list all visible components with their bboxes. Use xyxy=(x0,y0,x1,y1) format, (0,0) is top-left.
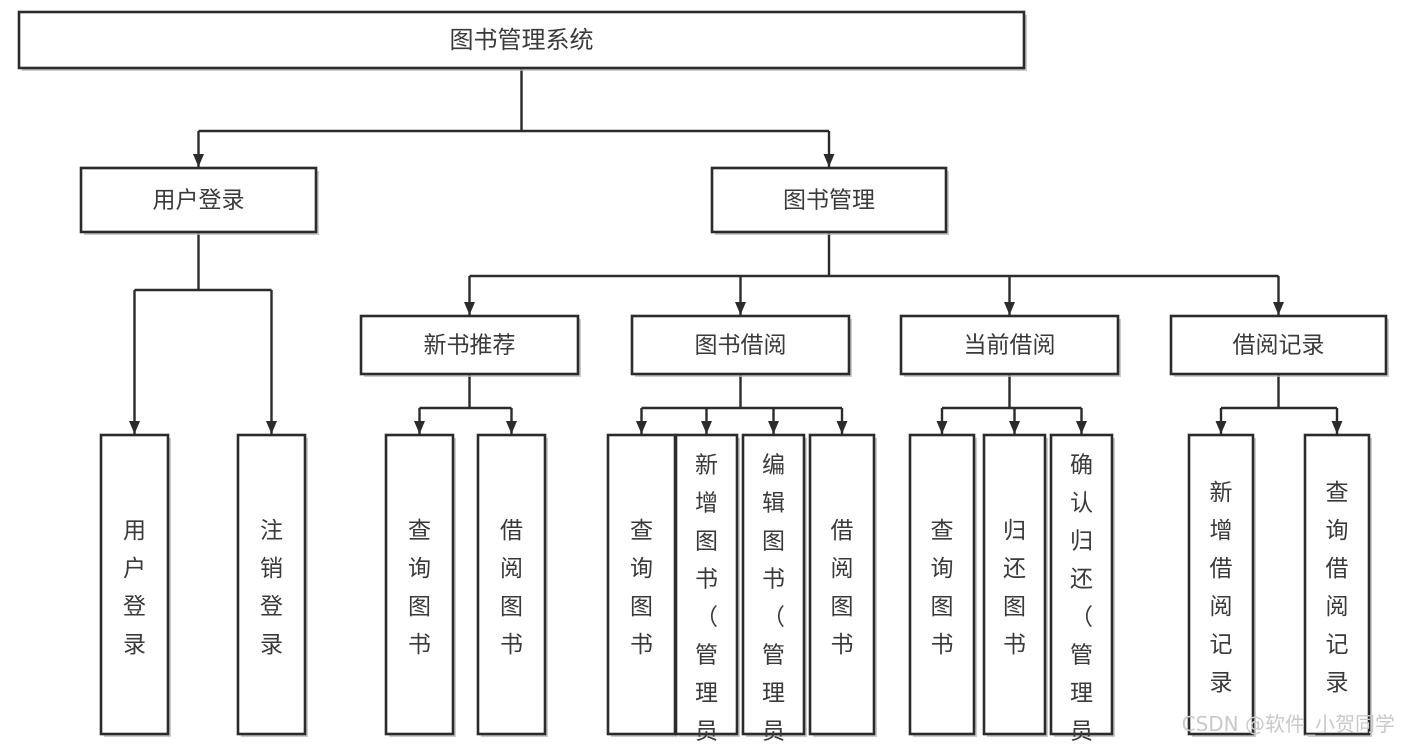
leaf-node-12[interactable]: 新增借阅记录 xyxy=(1187,433,1256,737)
leaf-node-2[interactable]: 注销登录 xyxy=(236,433,308,737)
leaf-label: 借阅图书 xyxy=(500,518,523,658)
connector-layer xyxy=(129,68,1343,434)
leaf-node-7[interactable]: 编辑图书（管理员） xyxy=(741,433,807,747)
node-label: 当前借阅 xyxy=(964,333,1056,359)
level3-node-1[interactable]: 新书推荐 xyxy=(359,314,581,377)
leaf-label: 编辑图书（管理员） xyxy=(762,453,785,747)
leaf-label: 查询图书 xyxy=(408,518,431,658)
level3-node-2[interactable]: 图书借阅 xyxy=(630,314,852,377)
leaf-node-5[interactable]: 查询图书 xyxy=(606,433,678,737)
node-layer: 图书管理系统用户登录图书管理新书推荐图书借阅当前借阅借阅记录用户登录注销登录查询… xyxy=(17,10,1389,747)
leaf-label: 归还图书 xyxy=(1003,518,1026,658)
node-label: 图书借阅 xyxy=(695,333,787,359)
leaf-node-6[interactable]: 新增图书（管理员） xyxy=(674,433,740,747)
leaf-node-10[interactable]: 归还图书 xyxy=(982,433,1048,737)
level3-node-4[interactable]: 借阅记录 xyxy=(1169,314,1389,377)
leaf-label: 注销登录 xyxy=(260,518,283,658)
leaf-label: 新增图书（管理员） xyxy=(695,453,718,747)
arrow-head-icon xyxy=(735,302,746,315)
leaf-node-11[interactable]: 确认归还（管理员） xyxy=(1049,433,1115,747)
arrow-head-icon xyxy=(836,421,848,434)
arrow-head-icon xyxy=(129,421,140,434)
leaf-node-8[interactable]: 借阅图书 xyxy=(808,433,877,737)
level3-node-3[interactable]: 当前借阅 xyxy=(899,314,1121,377)
arrow-head-icon xyxy=(1273,302,1284,315)
arrow-head-icon xyxy=(1076,421,1087,434)
leaf-label: 用户登录 xyxy=(123,518,146,658)
leaf-node-13[interactable]: 查询借阅记录 xyxy=(1303,433,1372,737)
level2-node-2[interactable]: 图书管理 xyxy=(710,166,949,235)
arrow-head-icon xyxy=(936,421,948,434)
leaf-node-1[interactable]: 用户登录 xyxy=(99,433,171,737)
arrow-head-icon xyxy=(506,421,517,434)
leaf-node-3[interactable]: 查询图书 xyxy=(384,433,456,737)
arrow-head-icon xyxy=(1331,421,1343,434)
leaf-label: 查询图书 xyxy=(630,518,653,658)
leaf-node-9[interactable]: 查询图书 xyxy=(908,433,977,737)
arrow-head-icon xyxy=(266,421,277,434)
leaf-node-4[interactable]: 借阅图书 xyxy=(476,433,548,737)
csdn-watermark: CSDN @软件_小贺同学 xyxy=(1182,712,1395,736)
arrow-head-icon xyxy=(464,302,475,315)
root-node-book-management-system[interactable]: 图书管理系统 xyxy=(17,10,1027,71)
leaf-label: 新增借阅记录 xyxy=(1210,480,1233,696)
arrow-head-icon xyxy=(414,421,425,434)
arrow-head-icon xyxy=(193,154,204,167)
node-label: 新书推荐 xyxy=(424,333,516,359)
node-label: 图书管理 xyxy=(783,188,875,214)
leaf-label: 借阅图书 xyxy=(831,518,854,658)
node-label: 借阅记录 xyxy=(1233,333,1325,359)
arrow-head-icon xyxy=(701,421,712,434)
leaf-label: 确认归还（管理员） xyxy=(1070,453,1093,747)
arrow-head-icon xyxy=(768,421,779,434)
arrow-head-icon xyxy=(636,421,647,434)
node-label: 图书管理系统 xyxy=(450,26,594,54)
level2-node-1[interactable]: 用户登录 xyxy=(79,166,319,235)
arrow-head-icon xyxy=(823,154,835,167)
arrow-head-icon xyxy=(1215,421,1227,434)
arrow-head-icon xyxy=(1009,421,1020,434)
leaf-label: 查询图书 xyxy=(931,518,954,658)
arrow-head-icon xyxy=(1004,302,1015,315)
leaf-label: 查询借阅记录 xyxy=(1326,480,1349,696)
node-label: 用户登录 xyxy=(153,188,245,214)
